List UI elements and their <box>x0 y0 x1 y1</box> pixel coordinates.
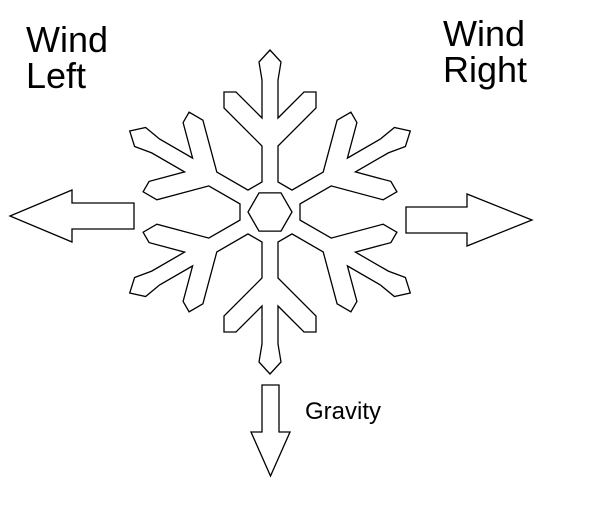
snowflake-center-hexagon <box>247 192 293 232</box>
arrow-right-icon <box>405 193 534 247</box>
gravity-label: Gravity <box>305 398 382 425</box>
wind-right-line1: Wind <box>443 13 526 54</box>
arrow-down-icon <box>250 384 291 478</box>
wind-right-label: Wind Right <box>443 16 527 88</box>
wind-left-line2: Left <box>26 55 87 96</box>
wind-right-line2: Right <box>443 49 528 90</box>
wind-left-label: Wind Left <box>26 22 108 94</box>
snowflake-icon <box>128 49 412 375</box>
arrow-left-icon <box>8 189 135 243</box>
wind-left-line1: Wind <box>26 19 109 60</box>
